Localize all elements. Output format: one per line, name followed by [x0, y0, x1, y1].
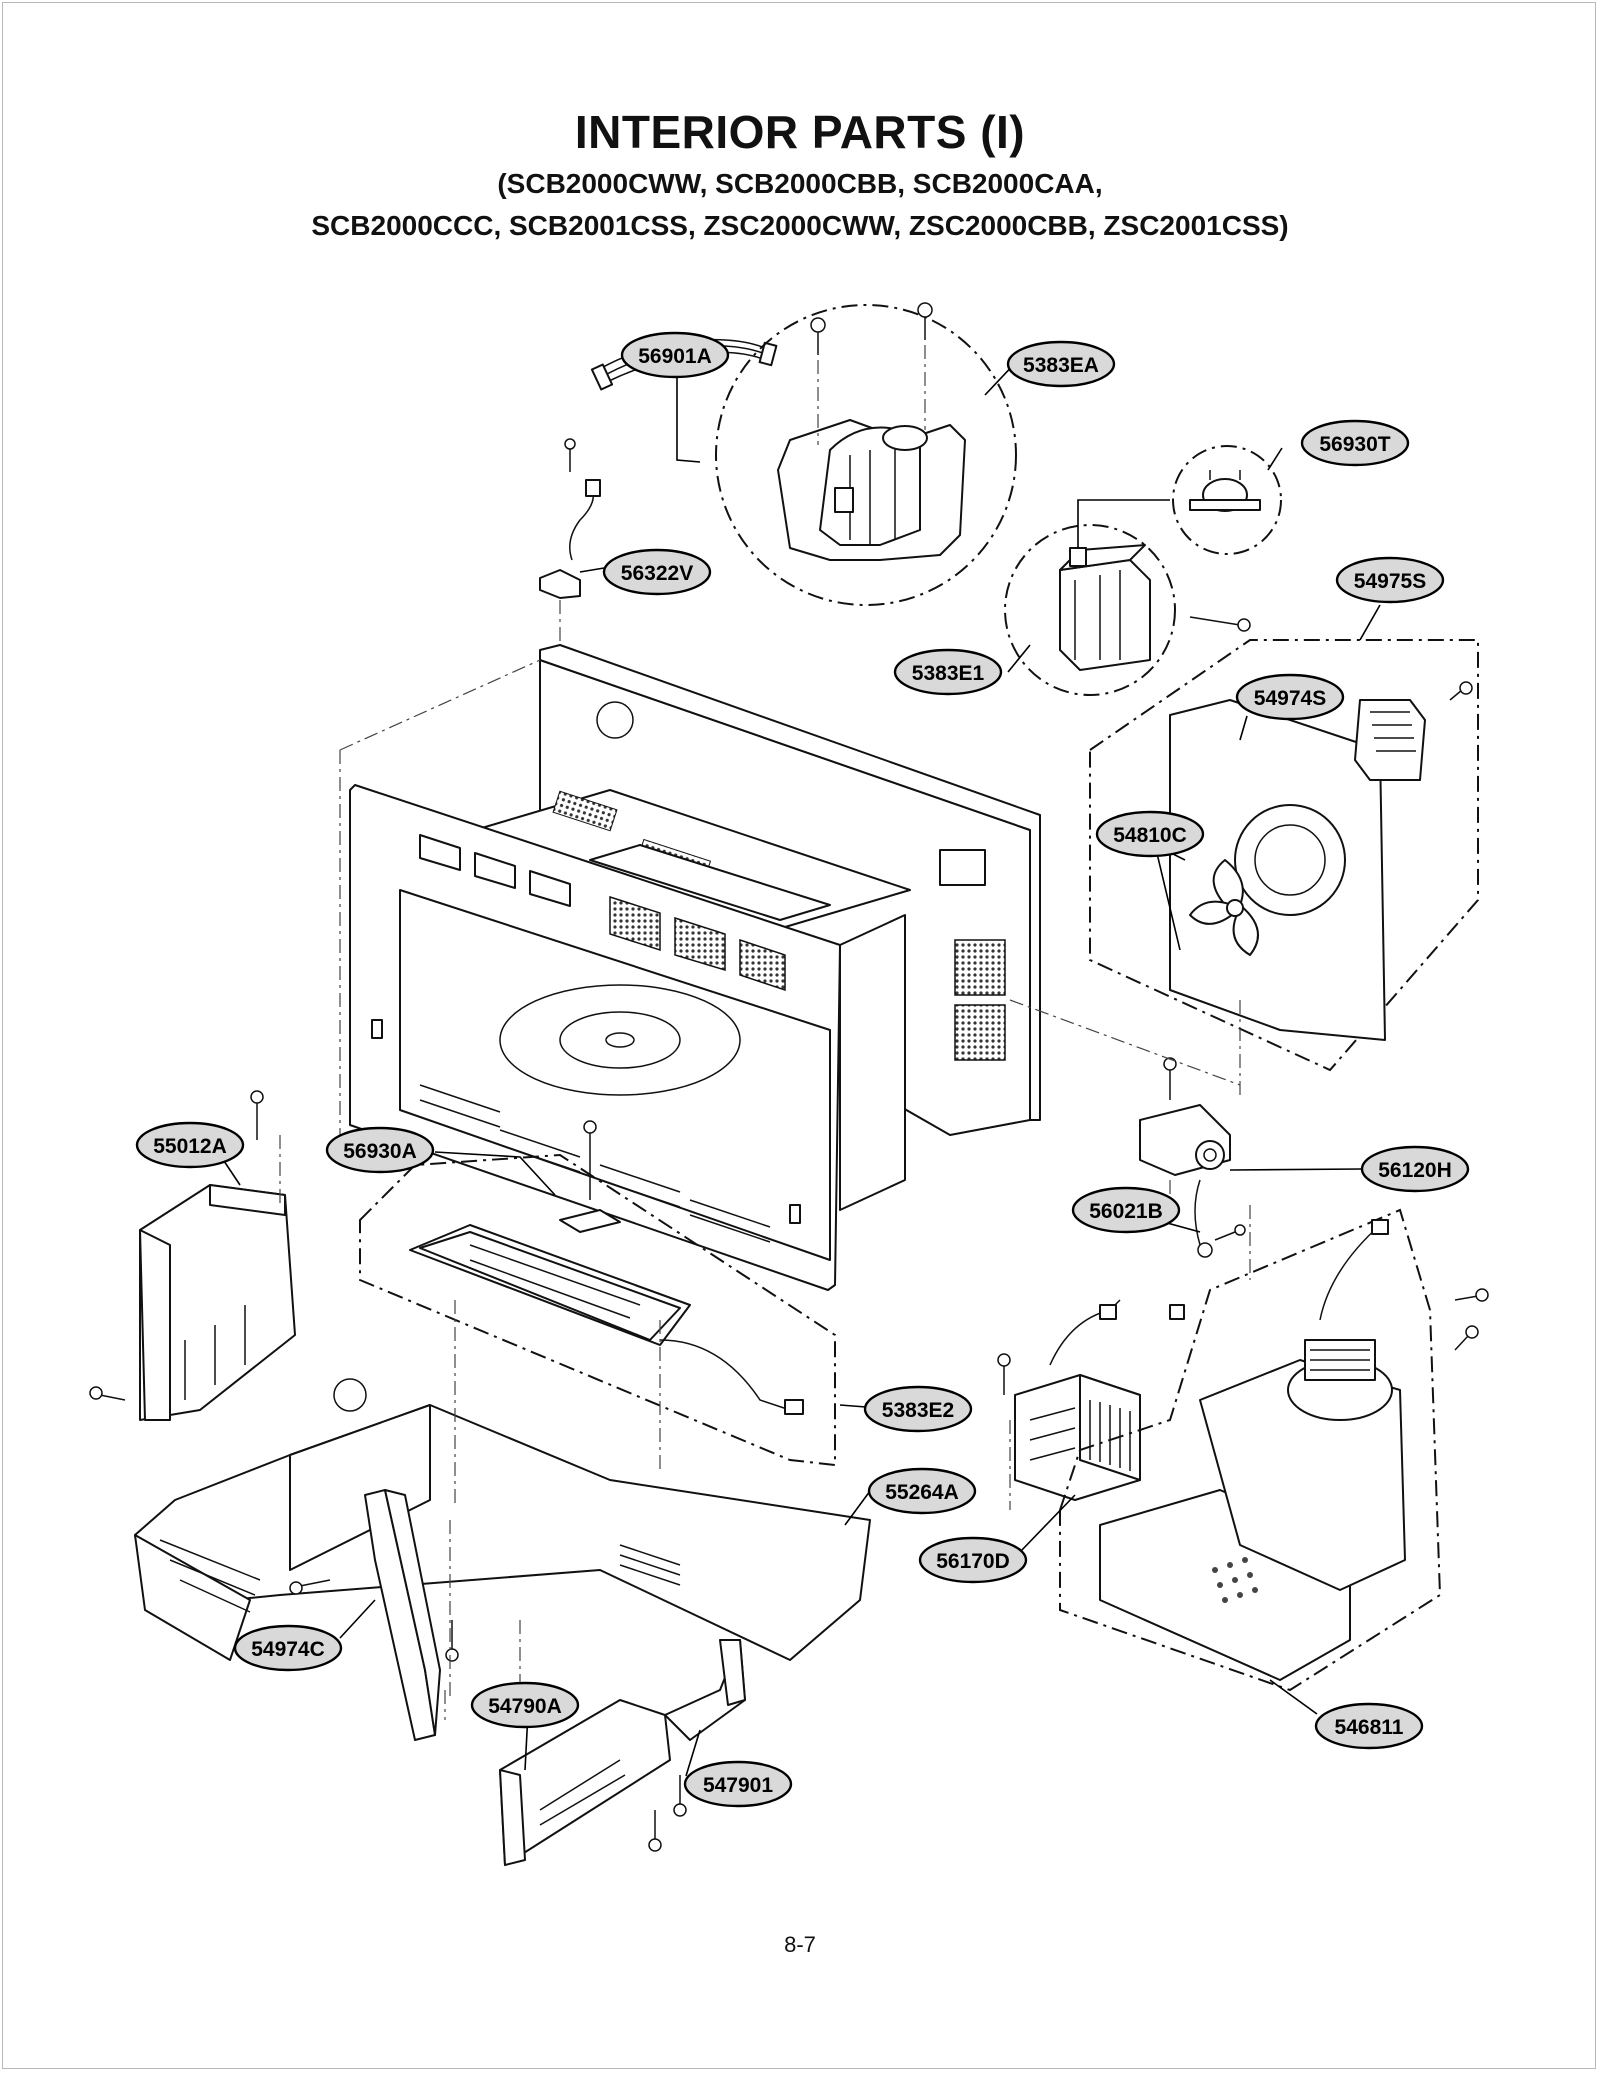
part-label-54975S: 54975S: [1335, 556, 1445, 604]
svg-text:56322V: 56322V: [621, 562, 693, 585]
svg-text:5383E1: 5383E1: [912, 662, 985, 685]
oven-cavity-drawing: [349, 644, 1041, 1291]
part-label-56322V: 56322V: [602, 548, 712, 596]
part-label-54974S: 54974S: [1235, 673, 1345, 721]
heater-5383E2-drawing: [359, 1120, 836, 1467]
part-label-5383EA: 5383EA: [1006, 340, 1116, 388]
svg-text:56170D: 56170D: [936, 1550, 1010, 1573]
part-label-54810C: 54810C: [1095, 810, 1205, 858]
model-list-line-2: SCB2000CCC, SCB2001CSS, ZSC2000CWW, ZSC2…: [311, 210, 1289, 241]
svg-text:54975S: 54975S: [1354, 570, 1426, 593]
leader-lines: [221, 352, 1381, 1777]
assembly-guide-lines: [279, 659, 1251, 1720]
svg-text:54974C: 54974C: [251, 1638, 325, 1661]
svg-text:56901A: 56901A: [638, 345, 712, 368]
part-label-54790A: 54790A: [470, 1681, 580, 1729]
svg-text:5383E2: 5383E2: [882, 1399, 954, 1422]
base-plate-55264A-drawing: [134, 1378, 871, 1661]
part-label-56170D: 56170D: [918, 1536, 1028, 1584]
bracket-54974C-drawing: [364, 1489, 459, 1741]
svg-text:56930T: 56930T: [1319, 433, 1390, 456]
fan-assembly-54975S-drawing: [1089, 639, 1479, 1072]
page-number: 8-7: [784, 1932, 816, 1957]
part-label-56901A: 56901A: [620, 331, 730, 379]
svg-text:5383EA: 5383EA: [1023, 354, 1099, 377]
part-label-56120H: 56120H: [1360, 1145, 1470, 1193]
model-list-line-1: (SCB2000CWW, SCB2000CBB, SCB2000CAA,: [497, 168, 1103, 199]
part-label-5383E2: 5383E2: [863, 1385, 973, 1433]
part-label-55264A: 55264A: [867, 1467, 977, 1515]
part-label-547901: 547901: [683, 1760, 793, 1808]
svg-text:56120H: 56120H: [1378, 1159, 1452, 1182]
part-label-56021B: 56021B: [1071, 1186, 1181, 1234]
assembly-5383EA-drawing: [715, 304, 1017, 606]
bracket-55012A-drawing: [89, 1090, 296, 1421]
bracket-54790A-drawing: [499, 1699, 671, 1866]
vent-holes: [1212, 1557, 1258, 1603]
part-label-546811: 546811: [1314, 1702, 1424, 1750]
svg-text:54790A: 54790A: [488, 1695, 562, 1718]
svg-text:56021B: 56021B: [1089, 1200, 1163, 1223]
part-label-56930A: 56930A: [325, 1126, 435, 1174]
svg-text:54810C: 54810C: [1113, 824, 1187, 847]
svg-text:54974S: 54974S: [1254, 687, 1326, 710]
svg-text:56930A: 56930A: [343, 1140, 417, 1163]
transformer-56170D-drawing: [997, 1299, 1185, 1501]
svg-text:55264A: 55264A: [885, 1481, 959, 1504]
part-label-56930T: 56930T: [1300, 419, 1410, 467]
bracket-56322V-drawing: [539, 438, 601, 680]
svg-text:55012A: 55012A: [153, 1135, 227, 1158]
svg-text:547901: 547901: [703, 1774, 773, 1797]
part-label-55012A: 55012A: [135, 1121, 245, 1169]
part-label-5383E1: 5383E1: [893, 648, 1003, 696]
magnetron-5383E1-drawing: [1004, 499, 1251, 696]
bracket-547901-drawing: [648, 1639, 746, 1852]
base-546811-drawing: [1059, 1208, 1489, 1692]
part-label-54974C: 54974C: [233, 1624, 343, 1672]
page-title: INTERIOR PARTS (I): [574, 106, 1026, 158]
svg-text:546811: 546811: [1335, 1716, 1404, 1739]
thermostat-56930T-drawing: [1172, 445, 1282, 555]
screw-icon: [810, 302, 933, 445]
hv-component-56120H-drawing: [1139, 1057, 1246, 1258]
